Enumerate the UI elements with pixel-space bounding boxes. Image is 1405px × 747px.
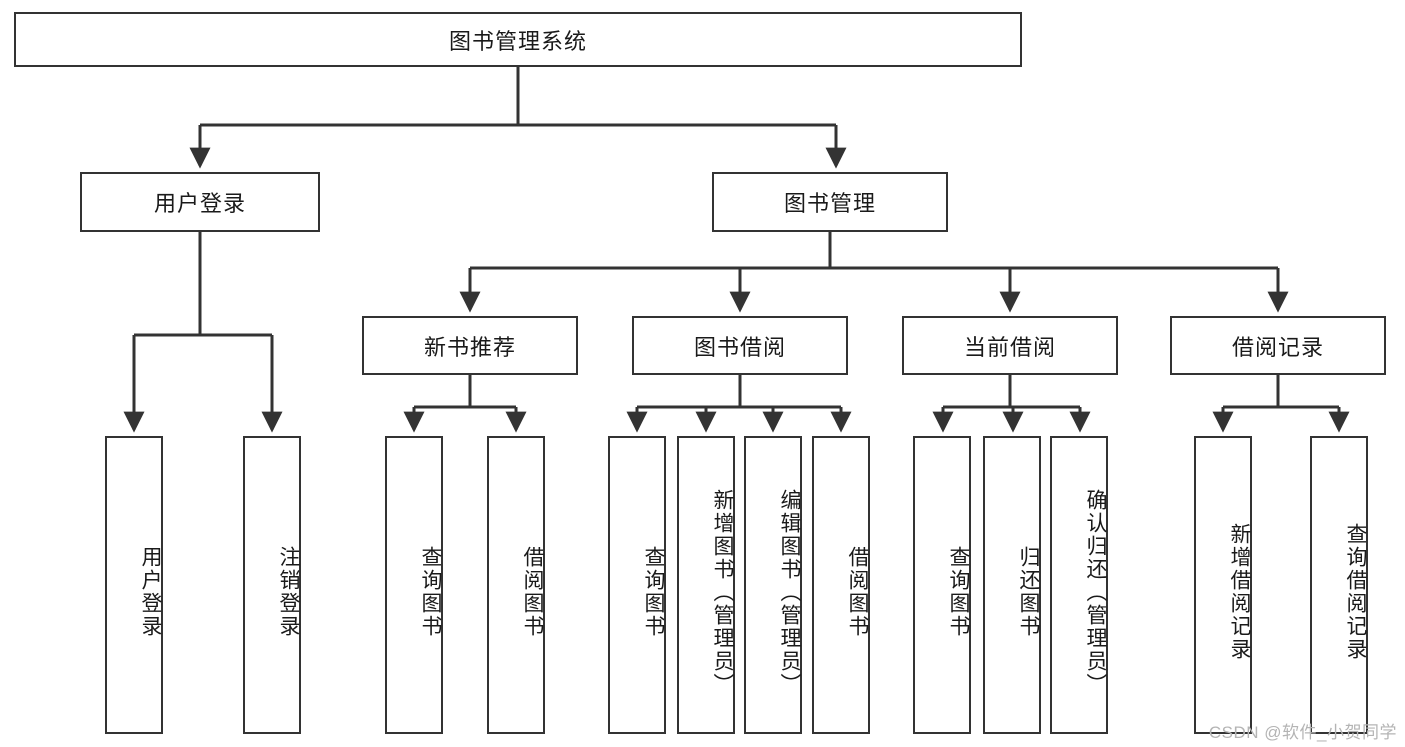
leaf-current-borrow-2[interactable]: 确认归还（管理员）: [1050, 436, 1108, 734]
leaf-new-book-0[interactable]: 查询图书: [385, 436, 443, 734]
leaf-current-borrow-1-label: 归还图书: [1017, 546, 1040, 638]
leaf-user-login-1[interactable]: 注销登录: [243, 436, 301, 734]
node-book-management[interactable]: 图书管理: [712, 172, 948, 232]
leaf-new-book-1-label: 借阅图书: [521, 546, 544, 638]
leaf-book-borrow-3[interactable]: 借阅图书: [812, 436, 870, 734]
node-user-login-label: 用户登录: [153, 191, 246, 216]
leaf-book-borrow-2[interactable]: 编辑图书（管理员）: [744, 436, 802, 734]
node-borrow-record-label: 借阅记录: [1231, 334, 1324, 360]
node-borrow-record[interactable]: 借阅记录: [1170, 316, 1386, 375]
leaf-user-login-0[interactable]: 用户登录: [105, 436, 163, 734]
node-root[interactable]: 图书管理系统: [14, 12, 1022, 67]
leaf-book-borrow-3-label: 借阅图书: [846, 546, 869, 638]
leaf-borrow-record-0[interactable]: 新增借阅记录: [1194, 436, 1252, 734]
leaf-book-borrow-2-label: 编辑图书（管理员）: [778, 488, 801, 696]
leaf-borrow-record-1[interactable]: 查询借阅记录: [1310, 436, 1368, 734]
leaf-current-borrow-0-label: 查询图书: [947, 546, 970, 638]
leaf-current-borrow-2-label: 确认归还（管理员）: [1084, 488, 1107, 696]
leaf-book-borrow-0[interactable]: 查询图书: [608, 436, 666, 734]
leaf-borrow-record-0-label: 新增借阅记录: [1228, 523, 1251, 661]
leaf-user-login-1-label: 注销登录: [277, 546, 300, 638]
node-new-book-recommend[interactable]: 新书推荐: [362, 316, 578, 375]
node-current-borrow[interactable]: 当前借阅: [902, 316, 1118, 375]
node-current-borrow-label: 当前借阅: [963, 334, 1056, 360]
leaf-borrow-record-1-label: 查询借阅记录: [1344, 523, 1367, 661]
node-book-borrow[interactable]: 图书借阅: [632, 316, 848, 375]
node-root-label: 图书管理系统: [448, 28, 587, 54]
node-book-borrow-label: 图书借阅: [693, 334, 786, 360]
leaf-current-borrow-1[interactable]: 归还图书: [983, 436, 1041, 734]
leaf-current-borrow-0[interactable]: 查询图书: [913, 436, 971, 734]
leaf-book-borrow-0-label: 查询图书: [642, 546, 665, 638]
leaf-book-borrow-1[interactable]: 新增图书（管理员）: [677, 436, 735, 734]
leaf-new-book-0-label: 查询图书: [419, 546, 442, 638]
leaf-user-login-0-label: 用户登录: [139, 546, 162, 638]
leaf-new-book-1[interactable]: 借阅图书: [487, 436, 545, 734]
node-new-book-recommend-label: 新书推荐: [423, 334, 516, 360]
leaf-book-borrow-1-label: 新增图书（管理员）: [711, 488, 734, 696]
node-user-login[interactable]: 用户登录: [80, 172, 320, 232]
node-book-management-label: 图书管理: [783, 191, 876, 216]
csdn-watermark: CSDN @软件_小贺同学: [1208, 723, 1397, 742]
